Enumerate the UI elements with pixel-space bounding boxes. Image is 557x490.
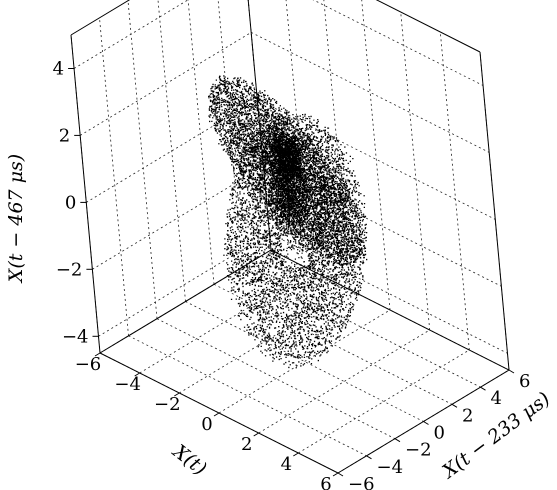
z-axis-tick-label: 2 xyxy=(59,125,70,146)
left-wall-grid-line xyxy=(187,0,215,285)
z-axis-tick-label: 4 xyxy=(53,59,64,80)
frame-edge xyxy=(70,0,131,36)
y-axis-tick-label: 2 xyxy=(462,405,473,426)
x-axis-tick xyxy=(213,412,220,417)
left-wall-grid-line xyxy=(79,32,252,136)
z-axis-tick-label: −4 xyxy=(62,326,89,347)
y-axis-tick xyxy=(366,455,372,460)
y-axis-tick xyxy=(508,369,515,374)
y-axis-tick-label: 4 xyxy=(491,388,502,409)
frame-edge xyxy=(70,34,101,354)
left-wall-grid-line xyxy=(157,0,186,302)
attractor-point-cloud xyxy=(208,75,368,369)
y-axis-tick-label: 0 xyxy=(434,423,445,444)
grid-lines xyxy=(70,0,510,474)
x-axis-tick xyxy=(332,472,339,477)
attractor-points xyxy=(208,75,368,369)
x-axis-tick-label: 0 xyxy=(201,414,212,435)
y-axis-tick-label: 6 xyxy=(519,371,530,392)
floor-grid-line xyxy=(298,349,470,454)
right-wall-grid-line xyxy=(323,0,351,291)
right-wall-grid-line xyxy=(361,0,391,311)
frame-edge xyxy=(479,51,510,371)
axis-frame xyxy=(70,0,510,474)
floor-grid-line xyxy=(218,309,391,414)
z-axis-tick-label: −2 xyxy=(56,259,83,280)
y-axis-tick-label: −2 xyxy=(405,440,432,461)
x-axis-tick xyxy=(94,352,101,357)
y-axis-tick xyxy=(394,438,401,443)
left-wall-grid-line xyxy=(92,165,264,270)
y-axis-tick-label: −4 xyxy=(377,457,404,478)
floor-grid-line xyxy=(139,269,311,374)
frame-edge xyxy=(375,0,481,53)
z-axis-tick-label: 0 xyxy=(65,192,76,213)
right-wall-grid-line xyxy=(312,0,484,86)
z-axis-title: X(t − 467 μs) xyxy=(5,154,27,284)
y-axis-tick-label: −6 xyxy=(348,474,375,490)
x-axis-tick-label: −4 xyxy=(114,374,141,395)
x-axis-tick-label: 4 xyxy=(281,454,292,475)
floor-grid-line xyxy=(258,329,430,434)
y-axis-tick xyxy=(451,403,458,408)
right-wall-grid-line xyxy=(439,31,470,351)
y-axis-tick xyxy=(423,421,429,425)
x-axis-tick xyxy=(293,452,299,457)
x-axis-title: X(t) xyxy=(167,439,210,480)
x-axis-tick-label: 6 xyxy=(320,474,331,490)
y-axis-tick xyxy=(480,386,486,391)
left-wall-grid-line xyxy=(73,0,189,69)
floor-grid-line xyxy=(185,301,424,422)
left-wall-grid-line xyxy=(98,232,270,337)
right-wall-grid-line xyxy=(400,11,431,331)
frame-edge xyxy=(270,249,510,371)
left-wall-grid-line xyxy=(217,0,243,268)
x-axis-tick xyxy=(174,392,180,397)
left-wall-grid-line xyxy=(86,99,258,203)
y-axis-tick xyxy=(337,472,344,477)
x-axis-tick xyxy=(134,372,140,377)
x-axis-tick xyxy=(253,432,259,437)
tick-marks xyxy=(68,68,515,477)
left-wall-grid-line xyxy=(127,0,158,319)
left-wall-grid-line xyxy=(99,17,129,336)
x-axis-tick-label: −6 xyxy=(75,354,102,375)
x-axis-tick-label: 2 xyxy=(241,434,252,455)
right-wall-grid-line xyxy=(285,0,312,271)
x-axis-tick-label: −2 xyxy=(154,394,181,415)
